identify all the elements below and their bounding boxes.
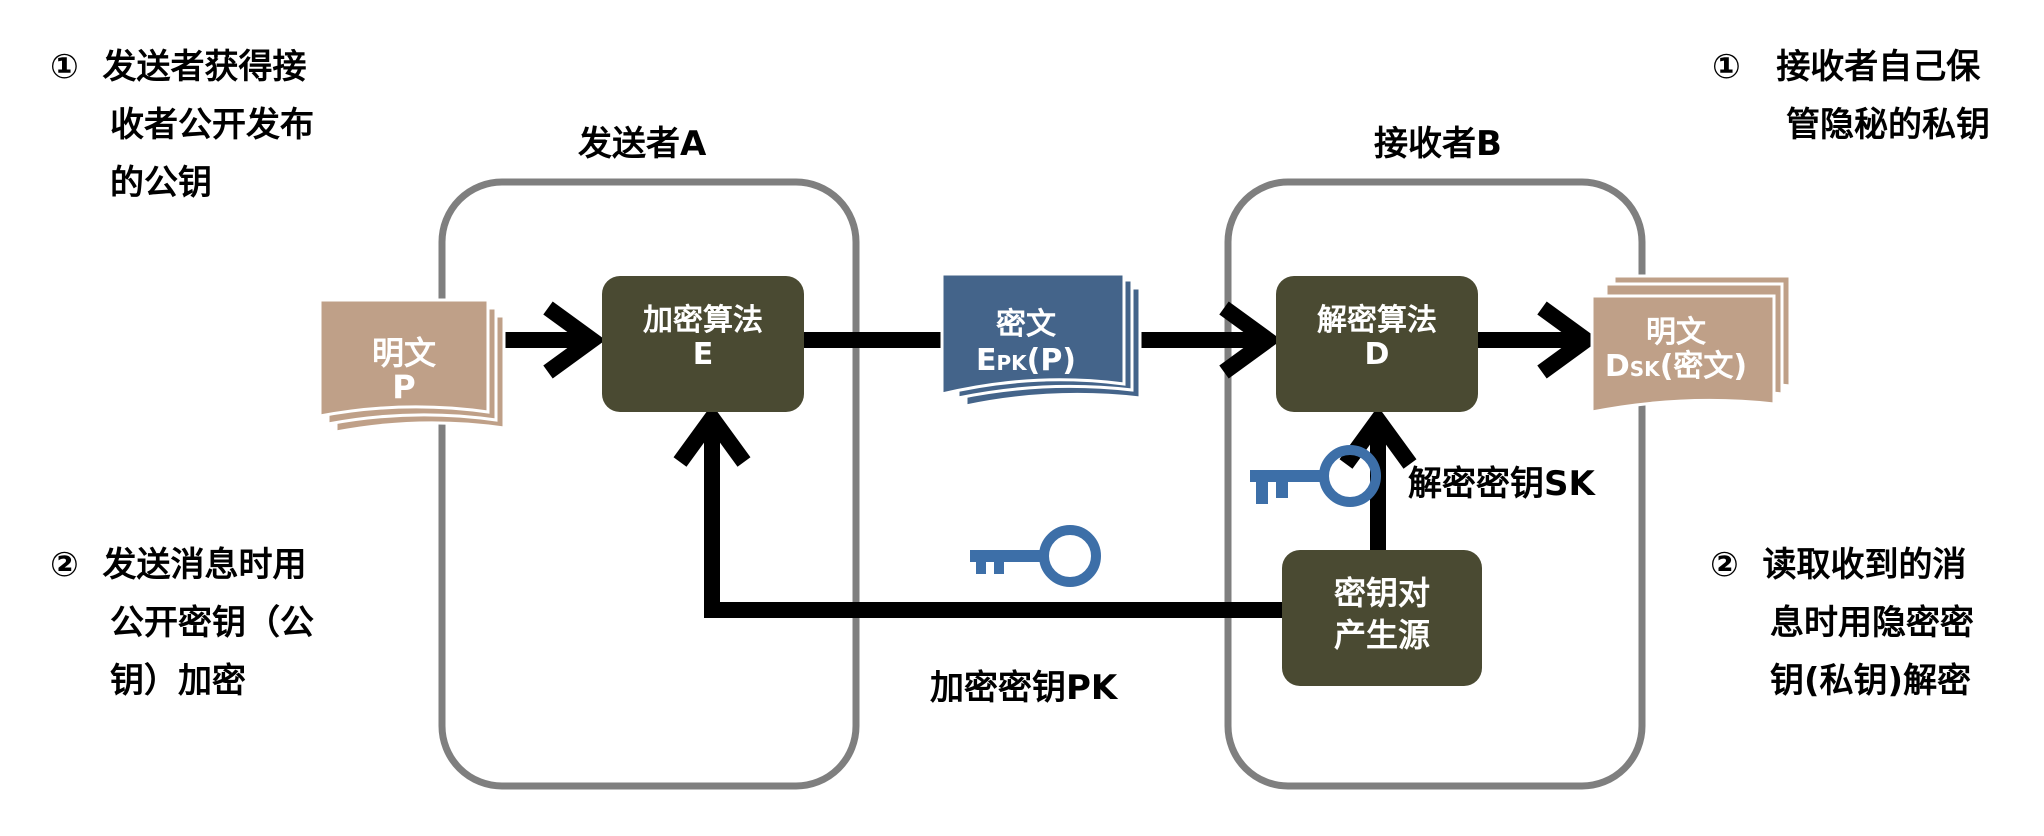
note-line: 发送消息时用 xyxy=(102,545,307,585)
box-shape xyxy=(1276,276,1478,412)
key-tooth xyxy=(1276,480,1288,498)
note-receiver-keep-private-key: ① 接收者自己保 管隐秘的私钥 xyxy=(1712,38,1990,154)
note-encrypt-with-public-key: ② 发送消息时用 公开密钥（公 钥）加密 xyxy=(50,536,314,710)
note-line: 的公钥 xyxy=(110,163,212,203)
ciphertext-pk: PK xyxy=(996,351,1028,375)
note-number: ② xyxy=(50,545,79,585)
public-key-label: 加密密钥PK xyxy=(930,668,1118,708)
key-pair-generator-box: 密钥对 产生源 xyxy=(1282,550,1482,686)
ciphertext-line1: 密文 xyxy=(996,307,1056,342)
plaintext-output-d: D xyxy=(1605,349,1630,384)
decrypt-box-line2: D xyxy=(1365,337,1390,372)
note-sender-get-public-key: ① 发送者获得接 收者公开发布 的公钥 xyxy=(50,38,314,212)
plaintext-input-line2: P xyxy=(392,368,415,406)
note-line: 息时用隐密密 xyxy=(1770,603,1974,643)
keygen-box-line1: 密钥对 xyxy=(1334,574,1430,612)
note-line: 钥(私钥)解密 xyxy=(1770,661,1972,701)
note-line: 钥）加密 xyxy=(110,661,246,701)
keygen-box-line2: 产生源 xyxy=(1334,616,1430,654)
key-tooth xyxy=(1256,480,1268,504)
encrypt-algorithm-box: 加密算法 E xyxy=(602,276,804,412)
plaintext-output-document: 明文 DSK(密文) xyxy=(1590,274,1792,414)
doc-sheet xyxy=(1590,294,1776,414)
note-line: 收者公开发布 xyxy=(110,105,314,145)
ciphertext-line2: EPK(P) xyxy=(976,343,1076,378)
key-ring xyxy=(1039,525,1101,587)
arrow-public-key-path xyxy=(704,418,1282,618)
sender-title: 发送者A xyxy=(578,124,707,164)
note-line: 管隐秘的私钥 xyxy=(1786,105,1990,145)
note-decrypt-with-private-key: ② 读取收到的消 息时用隐密密 钥(私钥)解密 xyxy=(1710,536,1974,710)
encrypt-box-line1: 加密算法 xyxy=(643,303,763,338)
note-number: ① xyxy=(50,47,79,87)
plaintext-output-sk: SK xyxy=(1630,357,1661,381)
arrowhead xyxy=(673,404,751,467)
ciphertext-p: (P) xyxy=(1027,343,1076,378)
note-line: 接收者自己保 xyxy=(1776,47,1981,87)
arrowhead xyxy=(1219,301,1282,379)
arrowhead xyxy=(1537,301,1600,379)
doc-sheet xyxy=(940,272,1126,396)
arrowhead xyxy=(543,301,606,379)
key-tooth xyxy=(994,560,1004,574)
plaintext-output-line2: DSK(密文) xyxy=(1605,349,1747,384)
note-line: 读取收到的消 xyxy=(1762,545,1967,585)
box-shape xyxy=(1282,550,1482,686)
sender-panel xyxy=(438,178,860,790)
doc-sheet xyxy=(318,298,490,418)
plaintext-input-document: 明文 P xyxy=(318,298,506,434)
note-number: ② xyxy=(1710,545,1739,585)
private-key-label: 解密密钥SK xyxy=(1408,464,1595,504)
ciphertext-e: E xyxy=(976,343,997,378)
encrypt-box-line2: E xyxy=(693,337,714,372)
decrypt-algorithm-box: 解密算法 D xyxy=(1276,276,1478,412)
key-shaft xyxy=(1250,470,1326,482)
key-tooth xyxy=(976,560,986,574)
receiver-title: 接收者B xyxy=(1374,124,1502,164)
private-key-icon xyxy=(1250,445,1381,507)
note-line: 公开密钥（公 xyxy=(110,603,314,643)
note-line: 发送者获得接 xyxy=(102,47,307,87)
note-number: ① xyxy=(1712,47,1741,87)
decrypt-box-line1: 解密算法 xyxy=(1317,303,1437,338)
plaintext-output-rest: (密文) xyxy=(1660,349,1747,384)
plaintext-output-line1: 明文 xyxy=(1646,315,1706,350)
receiver-panel xyxy=(1224,178,1646,790)
plaintext-input-line1: 明文 xyxy=(372,334,436,372)
ciphertext-document: 密文 EPK(P) xyxy=(940,272,1142,408)
key-shaft xyxy=(970,550,1046,562)
public-key-icon xyxy=(970,525,1101,587)
